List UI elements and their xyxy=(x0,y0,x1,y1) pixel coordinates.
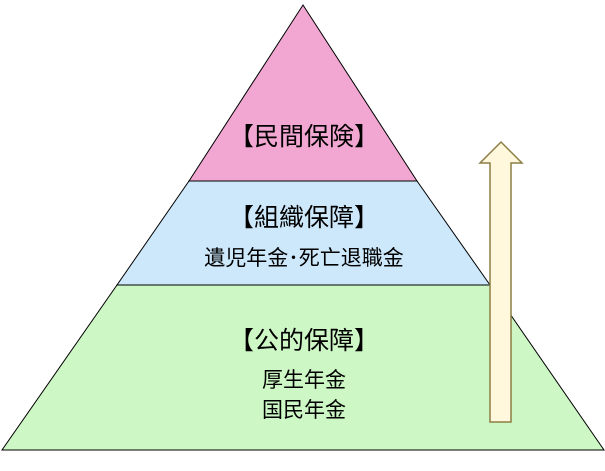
tier-organizational-line: 遺児年金･死亡退職金 xyxy=(204,246,404,270)
tier-public-line: 厚生年金 xyxy=(262,368,346,392)
upward-arrow-icon xyxy=(478,140,524,423)
tier-private-shape xyxy=(188,4,418,182)
tier-public-title: 【公的保障】 xyxy=(229,326,379,355)
tier-public-line: 国民年金 xyxy=(262,398,346,422)
tier-private-title: 【民間保険】 xyxy=(229,122,379,151)
tier-organizational-title: 【組織保障】 xyxy=(229,203,379,232)
